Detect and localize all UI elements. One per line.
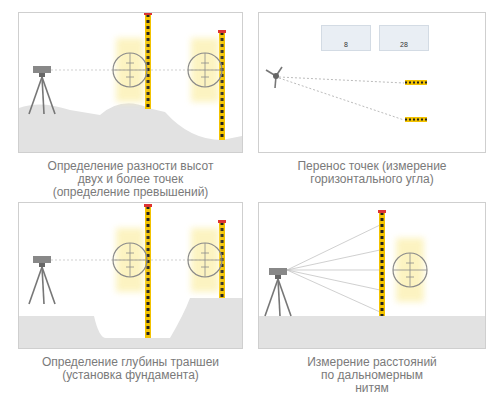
- panel-caption: Определение глубины траншеи (установка ф…: [42, 356, 220, 382]
- panel-caption: Измерение расстояний по дальномерным нит…: [303, 356, 441, 395]
- figure-panel: Измерение расстояний по дальномерным нит…: [258, 202, 486, 349]
- level-top-view: [266, 67, 282, 88]
- leveling-rod: [144, 12, 152, 109]
- figure-panel: Перенос точек (измерение горизонтального…: [258, 12, 486, 153]
- panel-caption: Перенос точек (измерение горизонтального…: [272, 160, 472, 186]
- ground: [259, 316, 485, 348]
- sight-lines: [287, 225, 380, 312]
- ground: [19, 103, 242, 152]
- reading-box: 8: [321, 25, 371, 51]
- reading-box: 28: [379, 25, 429, 51]
- leveling-rod: [405, 80, 427, 85]
- scale-reading: 28: [380, 41, 428, 49]
- ground: [19, 298, 242, 348]
- scale-reading: 8: [322, 41, 370, 49]
- leveling-rod: [218, 30, 226, 140]
- leveling-rod: [144, 204, 152, 338]
- figure-panel: Определение глубины траншеи (установка ф…: [18, 202, 243, 349]
- panel-caption: Определение разности высот двух и более …: [45, 160, 217, 199]
- figure-panel: Определение разности высот двух и более …: [18, 12, 243, 153]
- leveling-rod: [405, 117, 427, 122]
- leveling-rod: [378, 210, 386, 316]
